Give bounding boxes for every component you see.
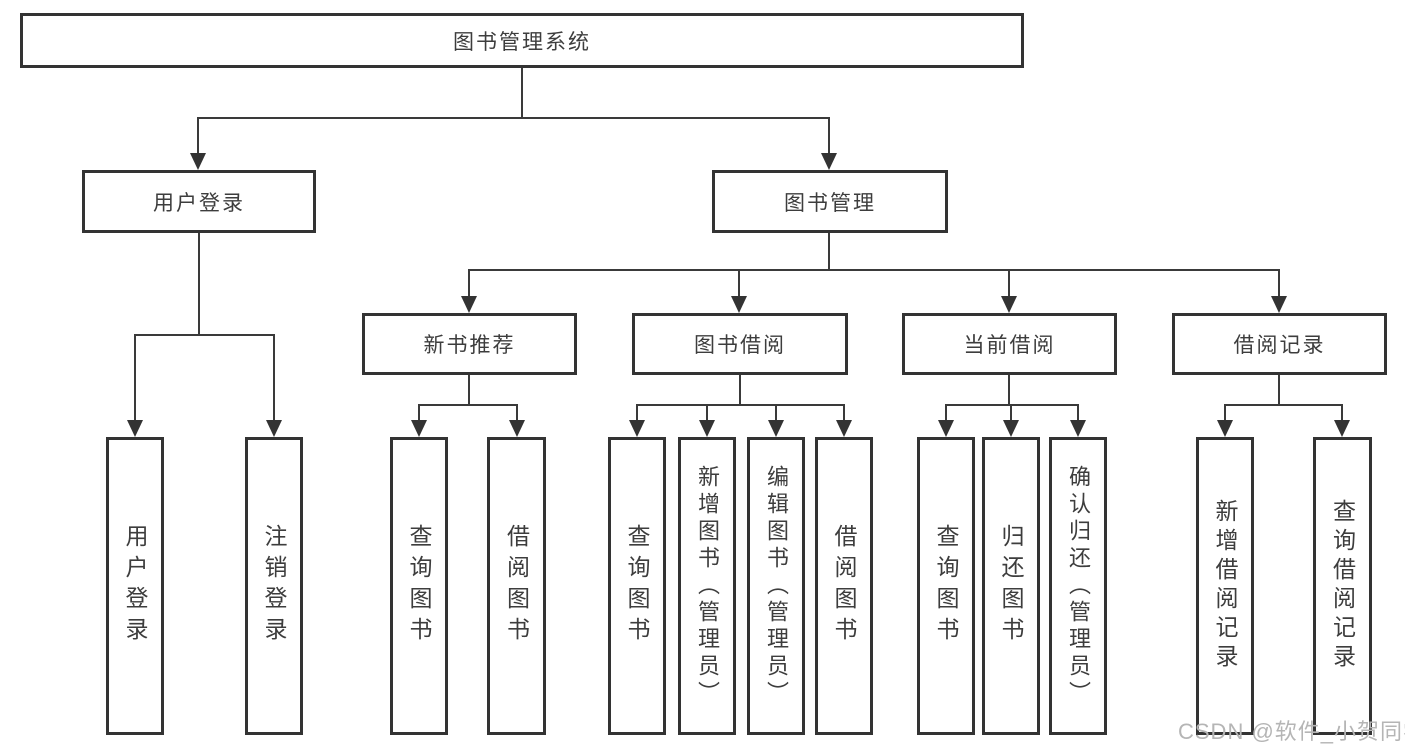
connector-book-borrow-bar [636,404,845,406]
connector-drop-bb-add [706,404,708,421]
connector-book-mgmt-stem [828,233,830,271]
arrowhead-bb-edit [768,420,784,437]
arrowhead-nb-query [411,420,427,437]
arrowhead-nb-borrow [509,420,525,437]
connector-drop-user-login [197,117,199,155]
connector-drop-new-book [468,269,470,297]
arrowhead-current-borrow [1001,296,1017,313]
leaf-query-books-2: 查询图书 [608,437,666,735]
leaf-logout: 注销登录 [245,437,303,735]
connector-drop-nb-query [418,404,420,421]
arrowhead-borrow-record [1271,296,1287,313]
connector-drop-leaf-logout [273,334,275,421]
connector-user-login-bar [134,334,274,336]
arrowhead-cb-query [938,420,954,437]
node-book-management: 图书管理 [712,170,948,233]
node-new-book-recommend: 新书推荐 [362,313,577,375]
leaf-query-books-3: 查询图书 [917,437,975,735]
node-user-login: 用户登录 [82,170,316,233]
arrowhead-book-mgmt [821,153,837,170]
leaf-user-login: 用户登录 [106,437,164,735]
node-borrow-record: 借阅记录 [1172,313,1387,375]
leaf-add-borrow-record: 新增借阅记录 [1196,437,1254,735]
connector-level2-bar [197,117,830,119]
arrowhead-br-query [1334,420,1350,437]
connector-user-login-stem [198,233,200,336]
connector-drop-br-query [1341,404,1343,421]
connector-borrow-record-bar [1224,404,1343,406]
arrowhead-leaf-logout [266,420,282,437]
arrowhead-bb-add [699,420,715,437]
node-root: 图书管理系统 [20,13,1024,68]
connector-drop-nb-borrow [516,404,518,421]
arrowhead-book-borrow [731,296,747,313]
leaf-query-books-1: 查询图书 [390,437,448,735]
connector-root-stem [521,68,523,119]
arrowhead-br-add [1217,420,1233,437]
connector-drop-book-borrow [738,269,740,297]
connector-current-borrow-stem [1008,375,1010,406]
connector-drop-book-mgmt [828,117,830,155]
connector-drop-cb-return [1010,404,1012,421]
arrowhead-cb-confirm [1070,420,1086,437]
connector-drop-br-add [1224,404,1226,421]
leaf-borrow-books-2: 借阅图书 [815,437,873,735]
connector-drop-leaf-login [134,334,136,421]
arrowhead-new-book [461,296,477,313]
connector-new-book-bar [418,404,518,406]
leaf-return-books: 归还图书 [982,437,1040,735]
arrowhead-bb-query [629,420,645,437]
connector-drop-cb-confirm [1077,404,1079,421]
arrowhead-user-login [190,153,206,170]
connector-drop-current-borrow [1008,269,1010,297]
connector-drop-bb-edit [775,404,777,421]
leaf-query-borrow-record: 查询借阅记录 [1313,437,1372,735]
connector-drop-bb-borrow [843,404,845,421]
connector-drop-cb-query [945,404,947,421]
connector-current-borrow-bar [945,404,1079,406]
connector-borrow-record-stem [1278,375,1280,406]
arrowhead-leaf-login [127,420,143,437]
leaf-confirm-return-admin: 确认归还（管理员） [1049,437,1107,735]
node-current-borrow: 当前借阅 [902,313,1117,375]
connector-drop-borrow-record [1278,269,1280,297]
node-book-borrow: 图书借阅 [632,313,848,375]
connector-level3-bar [468,269,1280,271]
connector-book-borrow-stem [739,375,741,406]
connector-new-book-stem [468,375,470,406]
leaf-borrow-books-1: 借阅图书 [487,437,546,735]
arrowhead-cb-return [1003,420,1019,437]
leaf-add-book-admin: 新增图书（管理员） [678,437,736,735]
leaf-edit-book-admin: 编辑图书（管理员） [747,437,805,735]
arrowhead-bb-borrow [836,420,852,437]
csdn-watermark: CSDN @软件_小贺同学 [1178,719,1405,744]
connector-drop-bb-query [636,404,638,421]
